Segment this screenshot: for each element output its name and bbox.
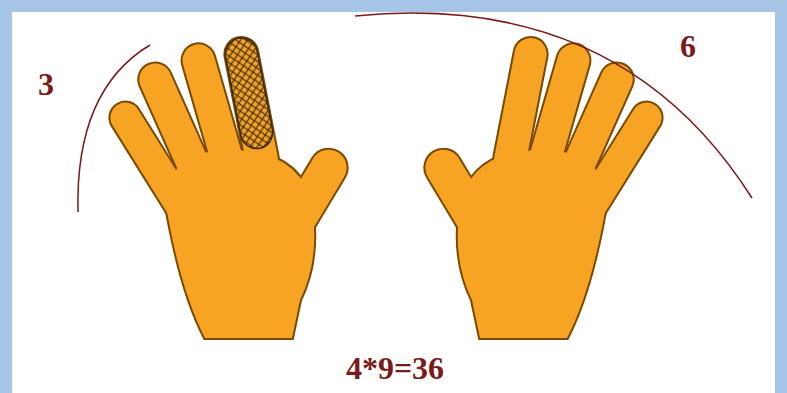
callout-number: 3 xyxy=(38,68,54,100)
right-hand xyxy=(419,35,668,338)
folded-finger xyxy=(223,35,276,151)
panel xyxy=(12,12,775,393)
left-hand xyxy=(105,35,354,338)
bracket-arc xyxy=(78,45,150,212)
callout-number: 6 xyxy=(680,30,696,62)
bracket-arc xyxy=(355,13,752,198)
equation: 4*9=36 xyxy=(346,352,444,384)
